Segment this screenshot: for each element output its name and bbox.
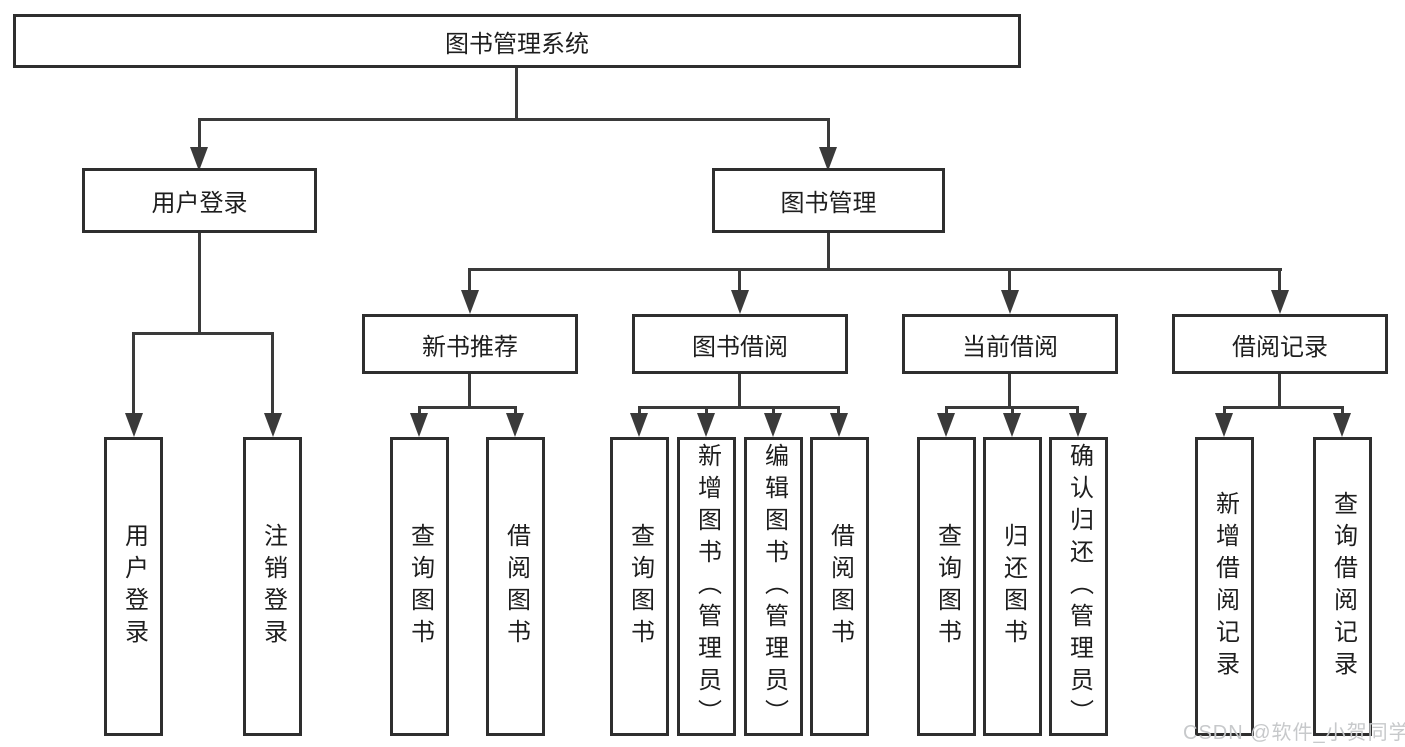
node-label: 编辑图书（管理员） bbox=[760, 442, 788, 731]
connector-drop bbox=[705, 406, 708, 415]
connector-stem bbox=[738, 374, 741, 408]
connector-drop bbox=[837, 406, 840, 415]
arrow-down-icon bbox=[1069, 413, 1087, 437]
arrow-down-icon bbox=[830, 413, 848, 437]
node-label: 查询图书 bbox=[406, 522, 434, 651]
connector-stem bbox=[1008, 374, 1011, 408]
connector-rail bbox=[132, 332, 274, 335]
node-label: 用户登录 bbox=[120, 522, 148, 651]
node-book-borrowing: 图书借阅 bbox=[632, 314, 848, 374]
node-leaf-confirm-return-admin: 确认归还（管理员） bbox=[1049, 437, 1108, 736]
node-book-management: 图书管理 bbox=[712, 168, 945, 233]
arrow-down-icon bbox=[1271, 290, 1289, 314]
arrow-down-icon bbox=[937, 413, 955, 437]
connector-drop bbox=[1223, 406, 1226, 415]
node-borrowing-records: 借阅记录 bbox=[1172, 314, 1388, 374]
connector-drop bbox=[271, 332, 274, 415]
connector-drop bbox=[418, 406, 421, 415]
node-leaf-user-login: 用户登录 bbox=[104, 437, 163, 736]
node-leaf-add-books-admin: 新增图书（管理员） bbox=[677, 437, 736, 736]
node-leaf-query-borrow-record: 查询借阅记录 bbox=[1313, 437, 1372, 736]
node-book-management-system: 图书管理系统 bbox=[13, 14, 1021, 68]
connector-drop bbox=[1076, 406, 1079, 415]
node-label: 查询图书 bbox=[626, 522, 654, 651]
node-leaf-query-books-3: 查询图书 bbox=[917, 437, 976, 736]
connector-root-stem bbox=[515, 68, 518, 120]
connector-drop bbox=[772, 406, 775, 415]
node-label: 新增图书（管理员） bbox=[693, 442, 721, 731]
node-label: 图书管理系统 bbox=[445, 30, 589, 58]
node-label: 图书管理 bbox=[780, 190, 877, 217]
arrow-down-icon bbox=[630, 413, 648, 437]
arrow-down-icon bbox=[731, 290, 749, 314]
connector-drop bbox=[514, 406, 517, 415]
connector-drop bbox=[1011, 406, 1014, 415]
node-label: 新增借阅记录 bbox=[1211, 490, 1239, 683]
connector-drop bbox=[945, 406, 948, 415]
node-label: 借阅图书 bbox=[826, 522, 854, 651]
connector-drop bbox=[827, 118, 830, 150]
node-leaf-query-books-1: 查询图书 bbox=[390, 437, 449, 736]
connector-drop bbox=[1278, 268, 1281, 293]
arrow-down-icon bbox=[1001, 290, 1019, 314]
connector-drop bbox=[468, 268, 471, 293]
connector-drop bbox=[198, 118, 201, 150]
arrow-down-icon bbox=[461, 290, 479, 314]
connector-stem bbox=[827, 233, 830, 271]
node-leaf-edit-books-admin: 编辑图书（管理员） bbox=[744, 437, 803, 736]
connector-drop bbox=[1008, 268, 1011, 293]
connector-rail bbox=[638, 406, 840, 409]
arrow-down-icon bbox=[125, 413, 143, 437]
connector-drop bbox=[132, 332, 135, 415]
node-leaf-logout: 注销登录 bbox=[243, 437, 302, 736]
connector-drop bbox=[638, 406, 641, 415]
connector-drop bbox=[738, 268, 741, 293]
node-leaf-return-books: 归还图书 bbox=[983, 437, 1042, 736]
connector-level2-rail bbox=[198, 118, 830, 121]
node-leaf-borrow-books-1: 借阅图书 bbox=[486, 437, 545, 736]
node-label: 查询图书 bbox=[933, 522, 961, 651]
connector-rail bbox=[1223, 406, 1344, 409]
connector-stem bbox=[468, 374, 471, 408]
node-label: 归还图书 bbox=[999, 522, 1027, 651]
node-current-borrowing: 当前借阅 bbox=[902, 314, 1118, 374]
connector-stem bbox=[1278, 374, 1281, 408]
arrow-down-icon bbox=[1003, 413, 1021, 437]
connector-stem bbox=[198, 233, 201, 334]
node-label: 确认归还（管理员） bbox=[1065, 442, 1093, 731]
arrow-down-icon bbox=[410, 413, 428, 437]
node-user-login: 用户登录 bbox=[82, 168, 317, 233]
connector-drop bbox=[1341, 406, 1344, 415]
arrow-down-icon bbox=[764, 413, 782, 437]
node-leaf-borrow-books-2: 借阅图书 bbox=[810, 437, 869, 736]
node-new-book-recommend: 新书推荐 bbox=[362, 314, 578, 374]
node-label: 借阅记录 bbox=[1232, 333, 1328, 361]
arrow-down-icon bbox=[190, 147, 208, 171]
node-label: 新书推荐 bbox=[422, 333, 518, 361]
watermark-text: CSDN @软件_小贺同学 bbox=[1183, 722, 1405, 744]
node-label: 用户登录 bbox=[151, 190, 248, 217]
arrow-down-icon bbox=[819, 147, 837, 171]
node-label: 查询借阅记录 bbox=[1329, 490, 1357, 683]
node-label: 当前借阅 bbox=[962, 333, 1058, 361]
node-label: 注销登录 bbox=[259, 522, 287, 651]
node-leaf-query-books-2: 查询图书 bbox=[610, 437, 669, 736]
arrow-down-icon bbox=[1215, 413, 1233, 437]
connector-level3-rail bbox=[468, 268, 1282, 271]
node-label: 借阅图书 bbox=[502, 522, 530, 651]
arrow-down-icon bbox=[264, 413, 282, 437]
arrow-down-icon bbox=[506, 413, 524, 437]
connector-rail bbox=[418, 406, 517, 409]
node-leaf-add-borrow-record: 新增借阅记录 bbox=[1195, 437, 1254, 736]
node-label: 图书借阅 bbox=[692, 333, 788, 361]
arrow-down-icon bbox=[1333, 413, 1351, 437]
arrow-down-icon bbox=[697, 413, 715, 437]
